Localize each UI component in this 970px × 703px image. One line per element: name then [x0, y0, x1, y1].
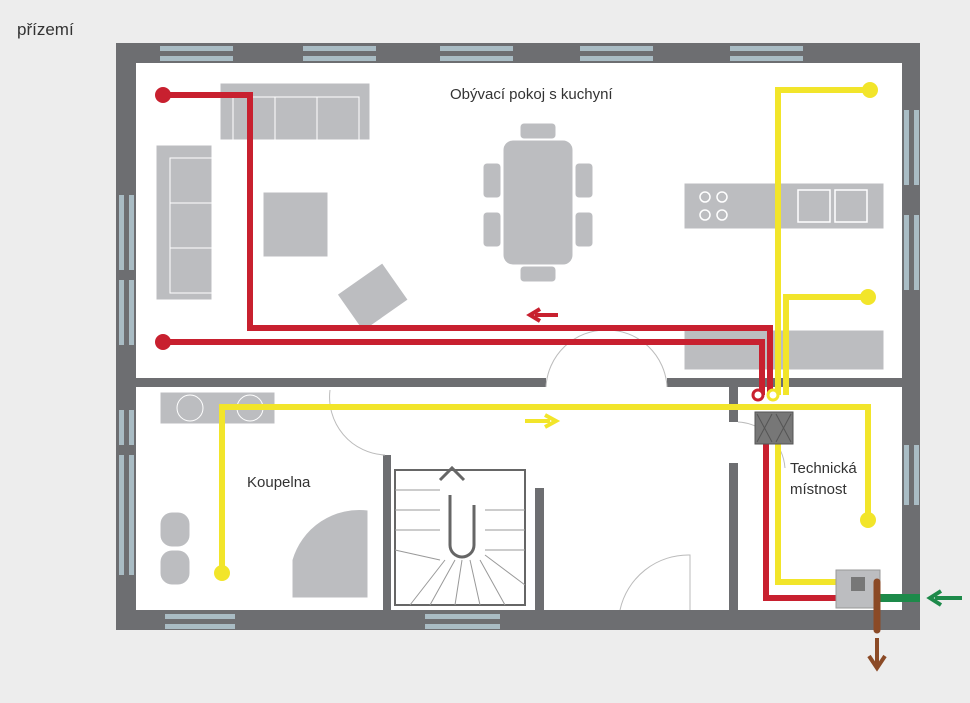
doors — [329, 329, 786, 611]
room-label-bathroom: Koupelna — [247, 474, 311, 491]
kitchen-appliances — [699, 189, 868, 223]
supply-joint — [766, 388, 780, 402]
exhaust-joint — [751, 388, 765, 402]
room-label-technical-line2: místnost — [790, 481, 847, 498]
windows — [119, 46, 919, 629]
supply-outlet — [862, 82, 878, 98]
distribution-box — [754, 411, 794, 445]
exhaust-outlet — [155, 87, 171, 103]
floor-label: přízemí — [17, 20, 74, 39]
supply-flow-arrow — [525, 413, 561, 429]
exhaust-outlet — [155, 334, 171, 350]
ventilation-unit-panel — [851, 577, 865, 591]
supply-outlet — [860, 512, 876, 528]
staircase — [394, 465, 526, 606]
supply-outlet — [860, 289, 876, 305]
outdoor-air-arrow — [926, 589, 962, 607]
waste-air-arrow — [867, 638, 887, 672]
exhaust-ducts — [163, 92, 842, 601]
room-label-technical-line1: Technická — [790, 460, 857, 477]
supply-ducts — [219, 87, 871, 585]
exhaust-flow-arrow — [526, 307, 558, 323]
supply-outlet — [214, 565, 230, 581]
room-label-living: Obývací pokoj s kuchyní — [450, 86, 613, 103]
room-label-technical: Technická místnost — [790, 458, 857, 500]
